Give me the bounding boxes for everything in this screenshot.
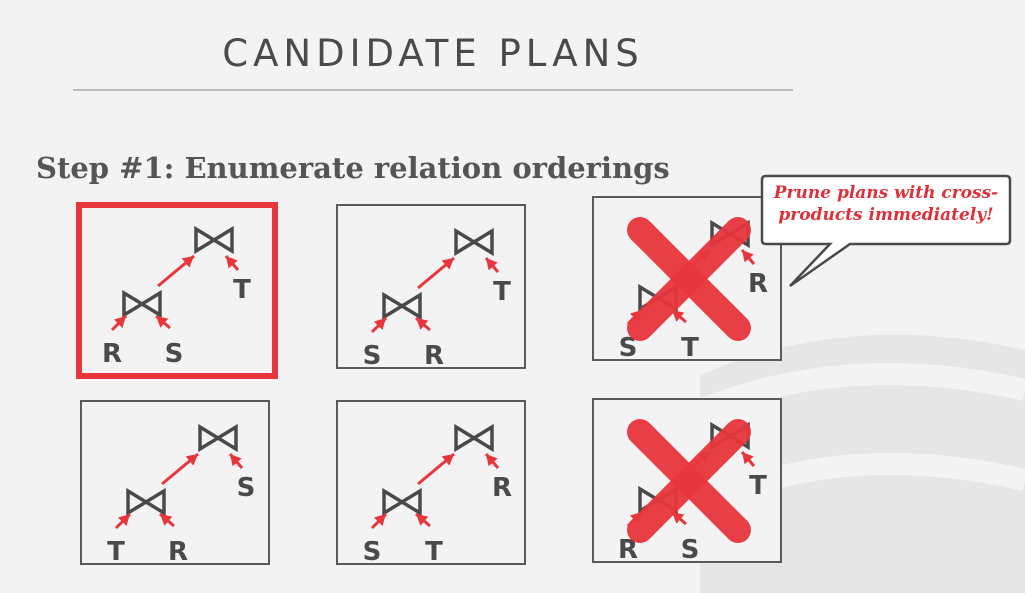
join-tree: R S T — [619, 217, 768, 363]
edge-arrow — [740, 249, 756, 265]
callout-bubble: Prune plans with cross- products immedia… — [760, 174, 1012, 288]
slide-title: CANDIDATE PLANS — [222, 32, 644, 75]
join-tree: R S T — [363, 423, 512, 567]
edge-arrow — [159, 512, 175, 528]
pruned-cross-icon — [627, 217, 751, 341]
edge-arrow — [110, 314, 128, 332]
plan-box-6: T R S — [592, 398, 782, 565]
join-tree: T S R — [363, 227, 511, 371]
join-icon — [382, 487, 422, 517]
callout-text: Prune plans with cross- products immedia… — [766, 182, 1006, 226]
edge-arrow — [155, 314, 171, 330]
edge-arrow — [161, 452, 199, 486]
edge-arrow — [370, 512, 388, 530]
edge-arrow — [114, 512, 132, 530]
plan-box-3: R S T — [592, 196, 782, 363]
plan-box-5: R S T — [336, 400, 526, 567]
callout-line-1: Prune plans with cross- — [773, 183, 999, 203]
join-icon — [122, 289, 162, 319]
edge-arrow — [415, 316, 431, 332]
edge-arrow — [370, 316, 388, 334]
relation-label-left: R — [618, 535, 638, 565]
title-divider — [73, 89, 793, 91]
relation-label-left: S — [619, 333, 638, 363]
relation-label-left: T — [107, 537, 125, 567]
edge-arrow — [417, 452, 455, 486]
relation-label-top-right: T — [749, 471, 767, 501]
relation-label-right: R — [424, 341, 444, 371]
join-tree: S T R — [107, 423, 256, 567]
edge-arrow — [228, 453, 244, 469]
step-heading: Step #1: Enumerate relation orderings — [36, 151, 670, 185]
edge-arrow — [740, 451, 756, 467]
join-icon — [126, 487, 166, 517]
plan-box-1: T R S — [76, 202, 278, 379]
join-tree: T R S — [618, 419, 767, 565]
callout-shape — [760, 174, 1012, 288]
relation-label-top-right: S — [237, 473, 256, 503]
relation-label-left: R — [102, 339, 122, 369]
relation-label-top-right: T — [233, 275, 251, 305]
join-tree: T R S — [102, 225, 251, 369]
join-icon — [194, 225, 234, 255]
edge-arrow — [484, 453, 500, 469]
callout-line-2: products immediately! — [778, 205, 994, 225]
pruned-cross-icon — [627, 419, 751, 543]
relation-label-left: S — [363, 341, 382, 371]
relation-label-right: T — [681, 333, 699, 363]
join-icon — [198, 423, 238, 453]
relation-label-left: S — [363, 537, 382, 567]
relation-label-right: R — [168, 537, 188, 567]
join-icon — [454, 423, 494, 453]
join-icon — [454, 227, 494, 257]
relation-label-top-right: T — [493, 277, 511, 307]
edge-arrow — [157, 254, 195, 288]
relation-label-top-right: R — [492, 473, 512, 503]
relation-label-top-right: R — [748, 269, 768, 299]
edge-arrow — [224, 255, 240, 271]
plan-box-2: T S R — [336, 204, 526, 371]
edge-arrow — [417, 256, 455, 290]
edge-arrow — [484, 257, 500, 273]
edge-arrow — [415, 512, 431, 528]
plan-box-4: S T R — [80, 400, 270, 567]
relation-label-right: S — [165, 339, 184, 369]
relation-label-right: T — [425, 537, 443, 567]
join-icon — [382, 291, 422, 321]
relation-label-right: S — [681, 535, 700, 565]
